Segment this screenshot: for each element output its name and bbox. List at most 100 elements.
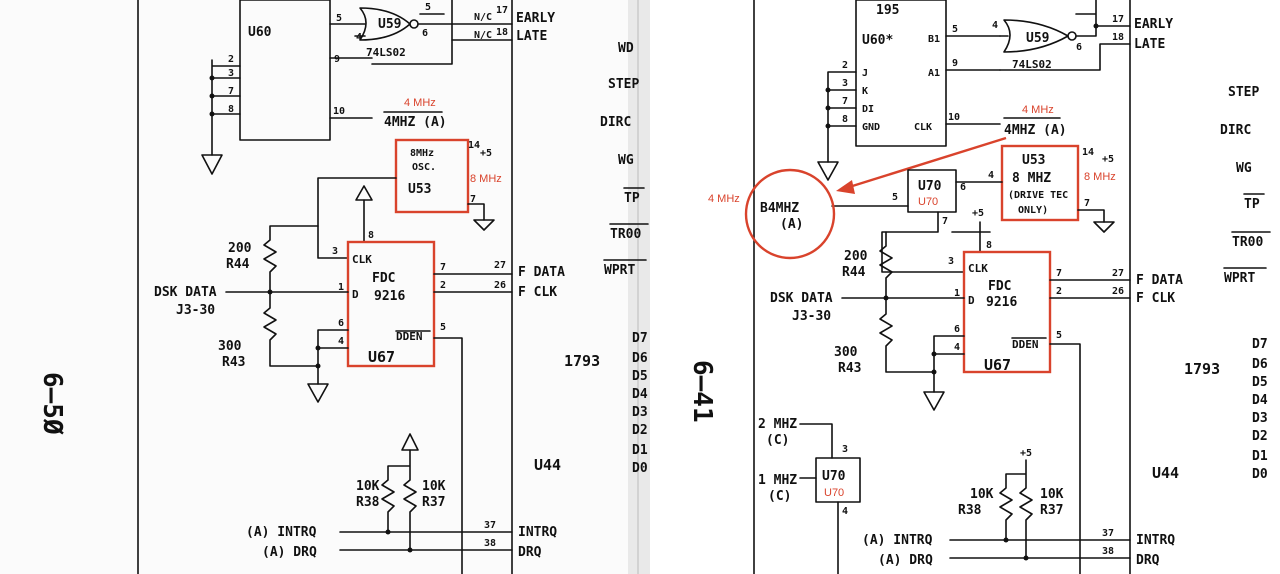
svg-text:7: 7 [1056,268,1062,279]
right-fdc-ground-icon [923,391,945,411]
left-page-number: 6—5Ø [37,372,67,435]
svg-text:K: K [862,86,868,97]
left-late-label: LATE [516,29,547,44]
svg-text:26: 26 [1112,286,1124,297]
svg-text:14: 14 [1082,147,1094,158]
left-u60-ground-icon [201,154,223,175]
svg-text:18: 18 [496,27,508,38]
left-fdata-label: F DATA [518,265,565,280]
svg-text:D1: D1 [1252,449,1268,464]
svg-text:D3: D3 [632,405,648,420]
right-intrq-in: (A) INTRQ [862,533,933,548]
svg-text:U70: U70 [824,487,844,499]
svg-text:1 MHZ: 1 MHZ [758,473,797,488]
svg-text:195: 195 [876,3,899,18]
right-u59-gate [1003,19,1069,53]
svg-text:1: 1 [954,288,960,299]
svg-text:10: 10 [948,112,960,123]
svg-text:D5: D5 [632,369,648,384]
svg-text:4: 4 [988,170,994,181]
svg-text:3: 3 [842,444,848,455]
svg-text:(C): (C) [766,433,789,448]
svg-text:(DRIVE TEC: (DRIVE TEC [1008,190,1068,201]
svg-text:7: 7 [228,86,234,97]
svg-text:10K: 10K [1040,487,1064,502]
svg-text:4: 4 [992,20,998,31]
svg-text:D6: D6 [1252,357,1268,372]
svg-text:8: 8 [842,114,848,125]
svg-text:WD: WD [618,41,634,56]
left-intrq-in: (A) INTRQ [246,525,317,540]
svg-text:3: 3 [228,68,234,79]
right-circled-label: B4MHZ [760,201,799,216]
left-fclk-label: F CLK [518,285,557,300]
svg-text:D0: D0 [1252,467,1268,482]
svg-text:TP: TP [624,191,640,206]
right-drq-in: (A) DRQ [878,553,933,568]
svg-text:DIRC: DIRC [600,115,631,130]
right-u70b-label: U70 [822,469,846,484]
right-u53-label: U53 [1022,153,1045,168]
svg-text:DDEN: DDEN [1012,338,1039,351]
svg-text:STEP: STEP [608,77,639,92]
svg-text:5: 5 [952,24,958,35]
svg-text:(C): (C) [768,489,791,504]
svg-text:D6: D6 [632,351,648,366]
left-u59-label: U59 [378,17,401,32]
right-intrq-out: INTRQ [1136,533,1175,548]
svg-text:DIRC: DIRC [1220,123,1251,138]
left-u53-highlight [394,138,470,214]
right-fdc-part: 9216 [986,295,1017,310]
right-annotation-arrow [845,136,1007,190]
svg-text:U70: U70 [918,196,938,208]
svg-text:7: 7 [440,262,446,273]
svg-text:DDEN: DDEN [396,330,423,343]
right-8mhz-annotation: 8 MHz [1084,171,1116,183]
svg-text:D5: D5 [1252,375,1268,390]
right-fdata-label: F DATA [1136,273,1183,288]
svg-text:WPRT: WPRT [604,263,635,278]
svg-text:+5: +5 [1102,154,1114,165]
svg-text:27: 27 [1112,268,1124,279]
svg-text:N/C: N/C [474,12,492,23]
left-u60-pins [211,59,241,156]
right-j3-30-label: J3-30 [792,309,831,324]
svg-text:5: 5 [440,322,446,333]
svg-text:8 MHZ: 8 MHZ [1012,171,1051,186]
svg-text:1: 1 [338,282,344,293]
left-intrq-out: INTRQ [518,525,557,540]
svg-text:D2: D2 [1252,429,1268,444]
svg-text:7: 7 [1084,198,1090,209]
svg-text:+5: +5 [480,148,492,159]
svg-text:D: D [968,294,975,307]
svg-text:26: 26 [494,280,506,291]
right-fdc-label: FDC [988,279,1011,294]
svg-text:WPRT: WPRT [1224,271,1255,286]
svg-text:D2: D2 [632,423,648,438]
left-dsk-data-label: DSK DATA [154,285,217,300]
svg-text:4: 4 [338,336,344,347]
svg-text:17: 17 [496,5,508,16]
svg-text:2 MHZ: 2 MHZ [758,417,797,432]
svg-text:R43: R43 [222,355,245,370]
svg-text:+5: +5 [1020,448,1032,459]
left-page-sheet [0,0,640,574]
svg-text:38: 38 [484,538,496,549]
left-4mhz-annotation: 4 MHz [404,97,436,109]
svg-text:+5: +5 [972,208,984,219]
svg-text:WG: WG [618,153,634,168]
svg-text:200: 200 [844,249,868,264]
svg-text:D: D [352,288,359,301]
svg-text:17: 17 [1112,14,1124,25]
left-fdc-ground-icon [307,383,329,403]
svg-text:R44: R44 [842,265,866,280]
right-u44-label: U44 [1152,464,1179,482]
left-u44-label: U44 [534,456,561,474]
svg-text:5: 5 [425,2,431,13]
svg-text:A1: A1 [928,68,940,79]
right-gate-part: 74LS02 [1012,58,1052,71]
svg-text:4: 4 [954,342,960,353]
right-u59-label: U59 [1026,31,1049,46]
svg-text:CLK: CLK [914,122,932,133]
